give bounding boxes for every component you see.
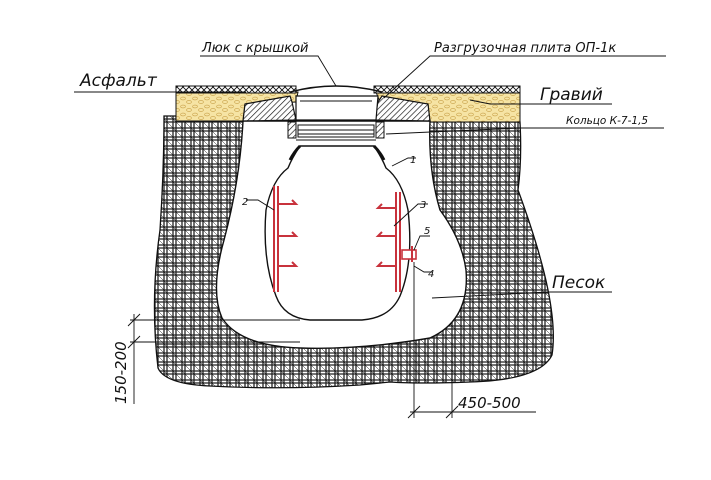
ladder-right	[375, 192, 401, 292]
label-asphalt: Асфальт	[79, 71, 158, 91]
callout-4: 4	[428, 269, 434, 280]
label-hatch: Люк с крышкой	[201, 41, 309, 56]
concrete-ring-right	[375, 121, 385, 139]
unloading-slab	[242, 95, 297, 122]
tank-neck	[297, 124, 375, 138]
hatch-rim	[295, 95, 379, 121]
dimension-offset-label: 450-500	[458, 394, 521, 412]
dimension-depth-label: 150-200	[112, 341, 130, 404]
concrete-ring-left	[287, 121, 297, 139]
label-leaders	[74, 55, 666, 299]
inlet-pipe	[401, 249, 417, 260]
callout-leaders	[246, 157, 432, 273]
dimension-depth	[127, 313, 300, 404]
hatch-lid	[289, 85, 383, 93]
label-gravel: Гравий	[540, 85, 603, 105]
label-ring: Кольцо К-7-1,5	[566, 115, 648, 127]
tank-shoulder-right	[372, 144, 386, 161]
asphalt-layer-left	[175, 85, 297, 94]
dimension-offset	[407, 262, 536, 419]
callout-2: 2	[242, 197, 248, 208]
ladder-left	[273, 186, 299, 292]
label-slab: Разгрузочная плита ОП-1к	[434, 41, 616, 56]
tank-shoulder-left	[288, 144, 302, 161]
septic-tank-body	[264, 145, 411, 321]
label-sand: Песок	[552, 273, 606, 293]
callout-3: 3	[420, 200, 426, 211]
callout-1: 1	[410, 155, 416, 166]
callout-5: 5	[424, 226, 430, 237]
